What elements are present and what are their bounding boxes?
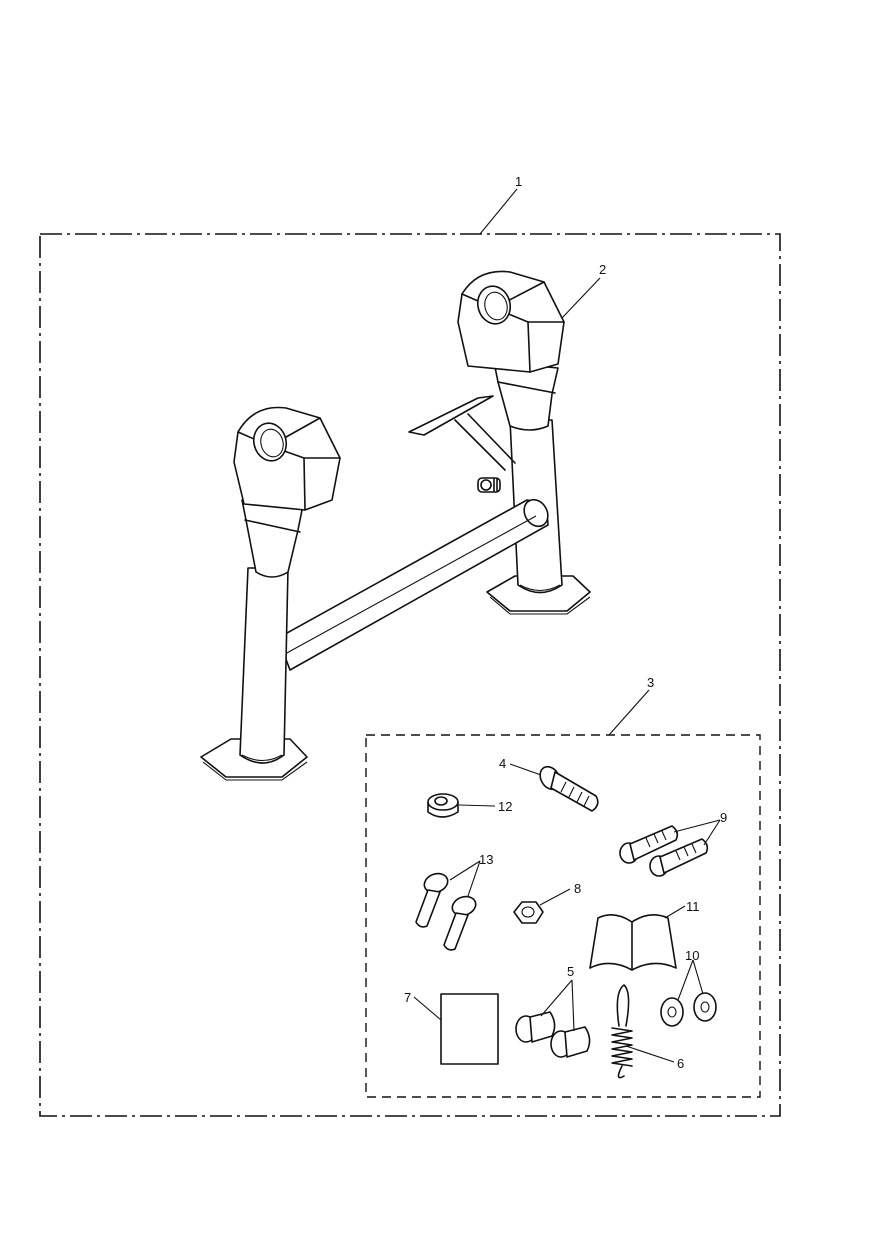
callout-12: 12 [498,799,512,814]
callout-1: 1 [515,174,522,189]
shouldered-bolt-part [539,765,599,812]
leader-lines [413,188,721,1063]
callout-8: 8 [574,881,581,896]
return-spring-part [611,984,633,1079]
callout-9: 9 [720,810,727,825]
callout-4: 4 [499,756,506,771]
label-sheet-part [440,993,499,1065]
callout-7: 7 [404,990,411,1005]
washers-part [660,992,717,1027]
bushes-part [515,1011,591,1058]
callout-13: 13 [479,852,493,867]
cap-screws-part [619,825,709,877]
callout-10: 10 [685,948,699,963]
centre-stand [200,270,591,781]
callout-3: 3 [647,675,654,690]
callout-6: 6 [677,1056,684,1071]
hex-nut-part [513,901,544,924]
callout-11: 11 [686,899,700,914]
callout-2: 2 [599,262,606,277]
clevis-pins-part [415,872,477,951]
kit-boundary-outer [39,233,781,1117]
rubber-stop-part [427,793,459,818]
callout-5: 5 [567,964,574,979]
fittings-kit-boundary [365,734,761,1098]
instruction-booklet-part [589,914,677,971]
